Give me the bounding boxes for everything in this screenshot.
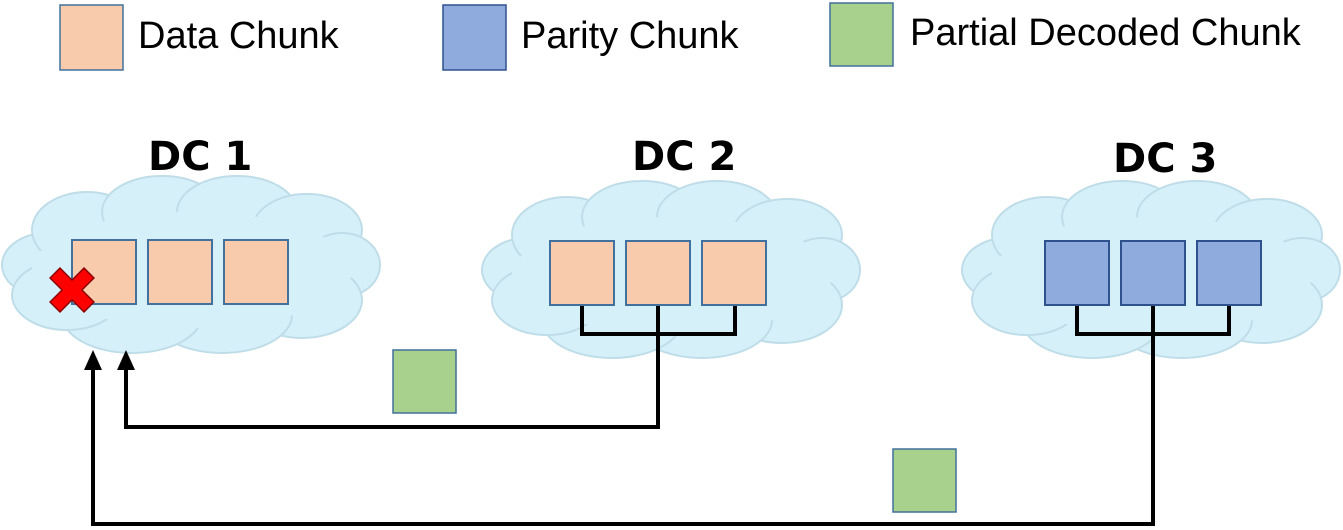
dc2-label: DC 2 xyxy=(632,134,736,180)
dc3-label: DC 3 xyxy=(1113,136,1217,182)
red-x-icon xyxy=(49,267,95,313)
partial-decoded-chunk-from-dc2 xyxy=(392,349,457,414)
legend-swatch-parity-chunk xyxy=(442,4,507,71)
dc2-data-chunk xyxy=(701,240,767,306)
legend-label-data-chunk: Data Chunk xyxy=(138,15,340,57)
dc3-parity-chunk xyxy=(1120,240,1186,306)
arrow-dc3-to-dc1 xyxy=(84,334,1155,526)
dc1-label: DC 1 xyxy=(148,134,252,180)
dc2-data-chunk xyxy=(625,240,691,306)
dc1-data-chunk xyxy=(147,239,213,305)
arrow-dc2-to-dc1 xyxy=(117,334,660,429)
partial-decoded-chunk-from-dc3 xyxy=(892,448,957,513)
legend: Data Chunk Parity Chunk Partial Decoded … xyxy=(59,2,1302,71)
dc3-parity-chunk xyxy=(1196,240,1262,306)
legend-label-partial-decoded-chunk: Partial Decoded Chunk xyxy=(910,12,1302,54)
dc2-chunks xyxy=(549,240,767,306)
dc1-data-chunk xyxy=(223,239,289,305)
dc3-chunks xyxy=(1044,240,1262,306)
dc1-chunks xyxy=(71,239,289,305)
dc2-data-chunk xyxy=(549,240,615,306)
dc3-parity-chunk xyxy=(1044,240,1110,306)
legend-swatch-data-chunk xyxy=(59,4,124,71)
legend-label-parity-chunk: Parity Chunk xyxy=(521,15,740,57)
legend-swatch-partial-decoded-chunk xyxy=(829,2,894,67)
